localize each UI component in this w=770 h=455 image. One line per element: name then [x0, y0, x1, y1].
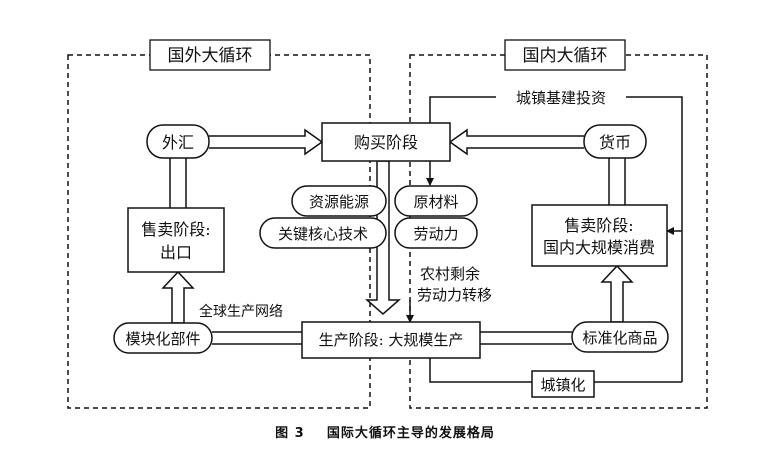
svg-text:标准化商品: 标准化商品 — [582, 329, 657, 347]
labor-node: 劳动力 — [394, 217, 478, 249]
svg-text:关键核心技术: 关键核心技术 — [278, 225, 368, 243]
svg-text:生产阶段: 大规模生产: 生产阶段: 大规模生产 — [319, 331, 464, 349]
svg-text:劳动力: 劳动力 — [413, 225, 458, 243]
foreign-cycle-label: 国外大循环 — [149, 39, 271, 71]
svg-text:国内大规模消费: 国内大规模消费 — [543, 238, 655, 257]
raw-materials-node: 原材料 — [394, 185, 478, 217]
parts-to-export-arrow — [161, 270, 195, 324]
figure-caption: 图 3 国际大循环主导的发展格局 — [0, 422, 770, 441]
global-network-link — [212, 331, 302, 345]
domestic-sale-node: 售卖阶段: 国内大规模消费 — [531, 204, 668, 267]
global-network-label: 全球生产网络 — [199, 303, 283, 320]
modular-parts-node: 模块化部件 — [113, 322, 213, 354]
svg-text:城镇基建投资: 城镇基建投资 — [516, 89, 606, 107]
resources-energy-node: 资源能源 — [291, 185, 387, 217]
purchase-stage-node: 购买阶段 — [321, 122, 451, 162]
svg-text:货币: 货币 — [599, 133, 631, 152]
svg-text:城镇化: 城镇化 — [540, 376, 585, 394]
domestic-cycle-label: 国内大循环 — [504, 39, 626, 71]
svg-text:国外大循环: 国外大循环 — [168, 46, 253, 66]
fx-export-link — [169, 158, 187, 208]
svg-text:售卖阶段:: 售卖阶段: — [564, 216, 633, 235]
key-core-tech-node: 关键核心技术 — [259, 217, 387, 249]
fx-to-purchase-arrow — [209, 128, 324, 156]
svg-text:出口: 出口 — [160, 243, 192, 262]
standardized-goods-node: 标准化商品 — [571, 321, 669, 353]
rural-surplus-label-line2: 劳动力转移 — [417, 286, 492, 304]
svg-text:外汇: 外汇 — [162, 133, 194, 152]
currency-node: 货币 — [583, 124, 647, 159]
urban-investment-label: 城镇基建投资 — [496, 86, 626, 108]
svg-text:资源能源: 资源能源 — [309, 193, 369, 211]
rural-surplus-label-line1: 农村剩余 — [420, 265, 480, 283]
currency-to-purchase-arrow — [448, 128, 584, 156]
production-goods-link — [480, 331, 572, 345]
export-sale-node: 售卖阶段: 出口 — [127, 207, 225, 273]
urbanization-node: 城镇化 — [531, 370, 595, 398]
svg-text:购买阶段: 购买阶段 — [354, 133, 418, 152]
svg-text:模块化部件: 模块化部件 — [125, 330, 200, 348]
production-stage-node: 生产阶段: 大规模生产 — [301, 321, 481, 359]
currency-domestic-link — [608, 158, 626, 205]
svg-text:国内大循环: 国内大循环 — [523, 46, 608, 66]
foreign-exchange-node: 外汇 — [146, 124, 210, 159]
goods-to-domestic-arrow — [600, 264, 634, 323]
figure-number: 图 3 — [275, 426, 305, 441]
svg-text:原材料: 原材料 — [413, 193, 458, 211]
svg-text:售卖阶段:: 售卖阶段: — [141, 220, 210, 239]
figure-title: 国际大循环主导的发展格局 — [326, 426, 495, 441]
